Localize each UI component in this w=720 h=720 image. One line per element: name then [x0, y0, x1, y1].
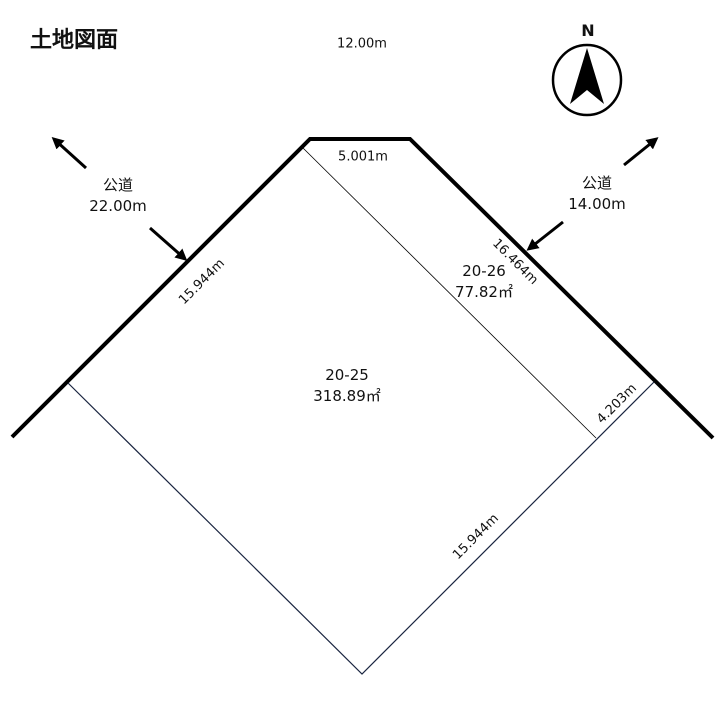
lot-area: 77.82㎡: [455, 283, 513, 301]
left-road-name: 公道: [102, 176, 133, 194]
lot-20-25: 20-25 318.89㎡: [313, 365, 381, 407]
compass-north-label: N: [581, 21, 595, 40]
top-road-width: 12.00m: [337, 36, 387, 52]
arrow-road-left-out: [51, 136, 88, 170]
arrow-road-right-out: [623, 137, 659, 167]
arrow-road-right-in: [526, 220, 564, 251]
arrow-road-left-in: [149, 226, 188, 261]
lot-20-26: 20-26 77.82㎡: [455, 261, 513, 303]
lot-boundary: [67, 381, 655, 675]
left-road-label: 公道 22.00m: [89, 175, 147, 217]
right-road-width: 14.00m: [568, 195, 626, 213]
dim-top-edge: 5.001m: [338, 149, 388, 165]
lot-division-line: [302, 147, 597, 439]
page-title: 土地図面: [30, 28, 119, 53]
road-boundary: [10, 137, 715, 440]
compass-icon: [551, 43, 623, 117]
lot-id: 20-26: [462, 262, 506, 280]
lot-area: 318.89㎡: [313, 387, 381, 405]
lot-id: 20-25: [325, 366, 369, 384]
left-road-width: 22.00m: [89, 197, 147, 215]
right-road-label: 公道 14.00m: [568, 173, 626, 215]
right-road-name: 公道: [581, 174, 612, 192]
